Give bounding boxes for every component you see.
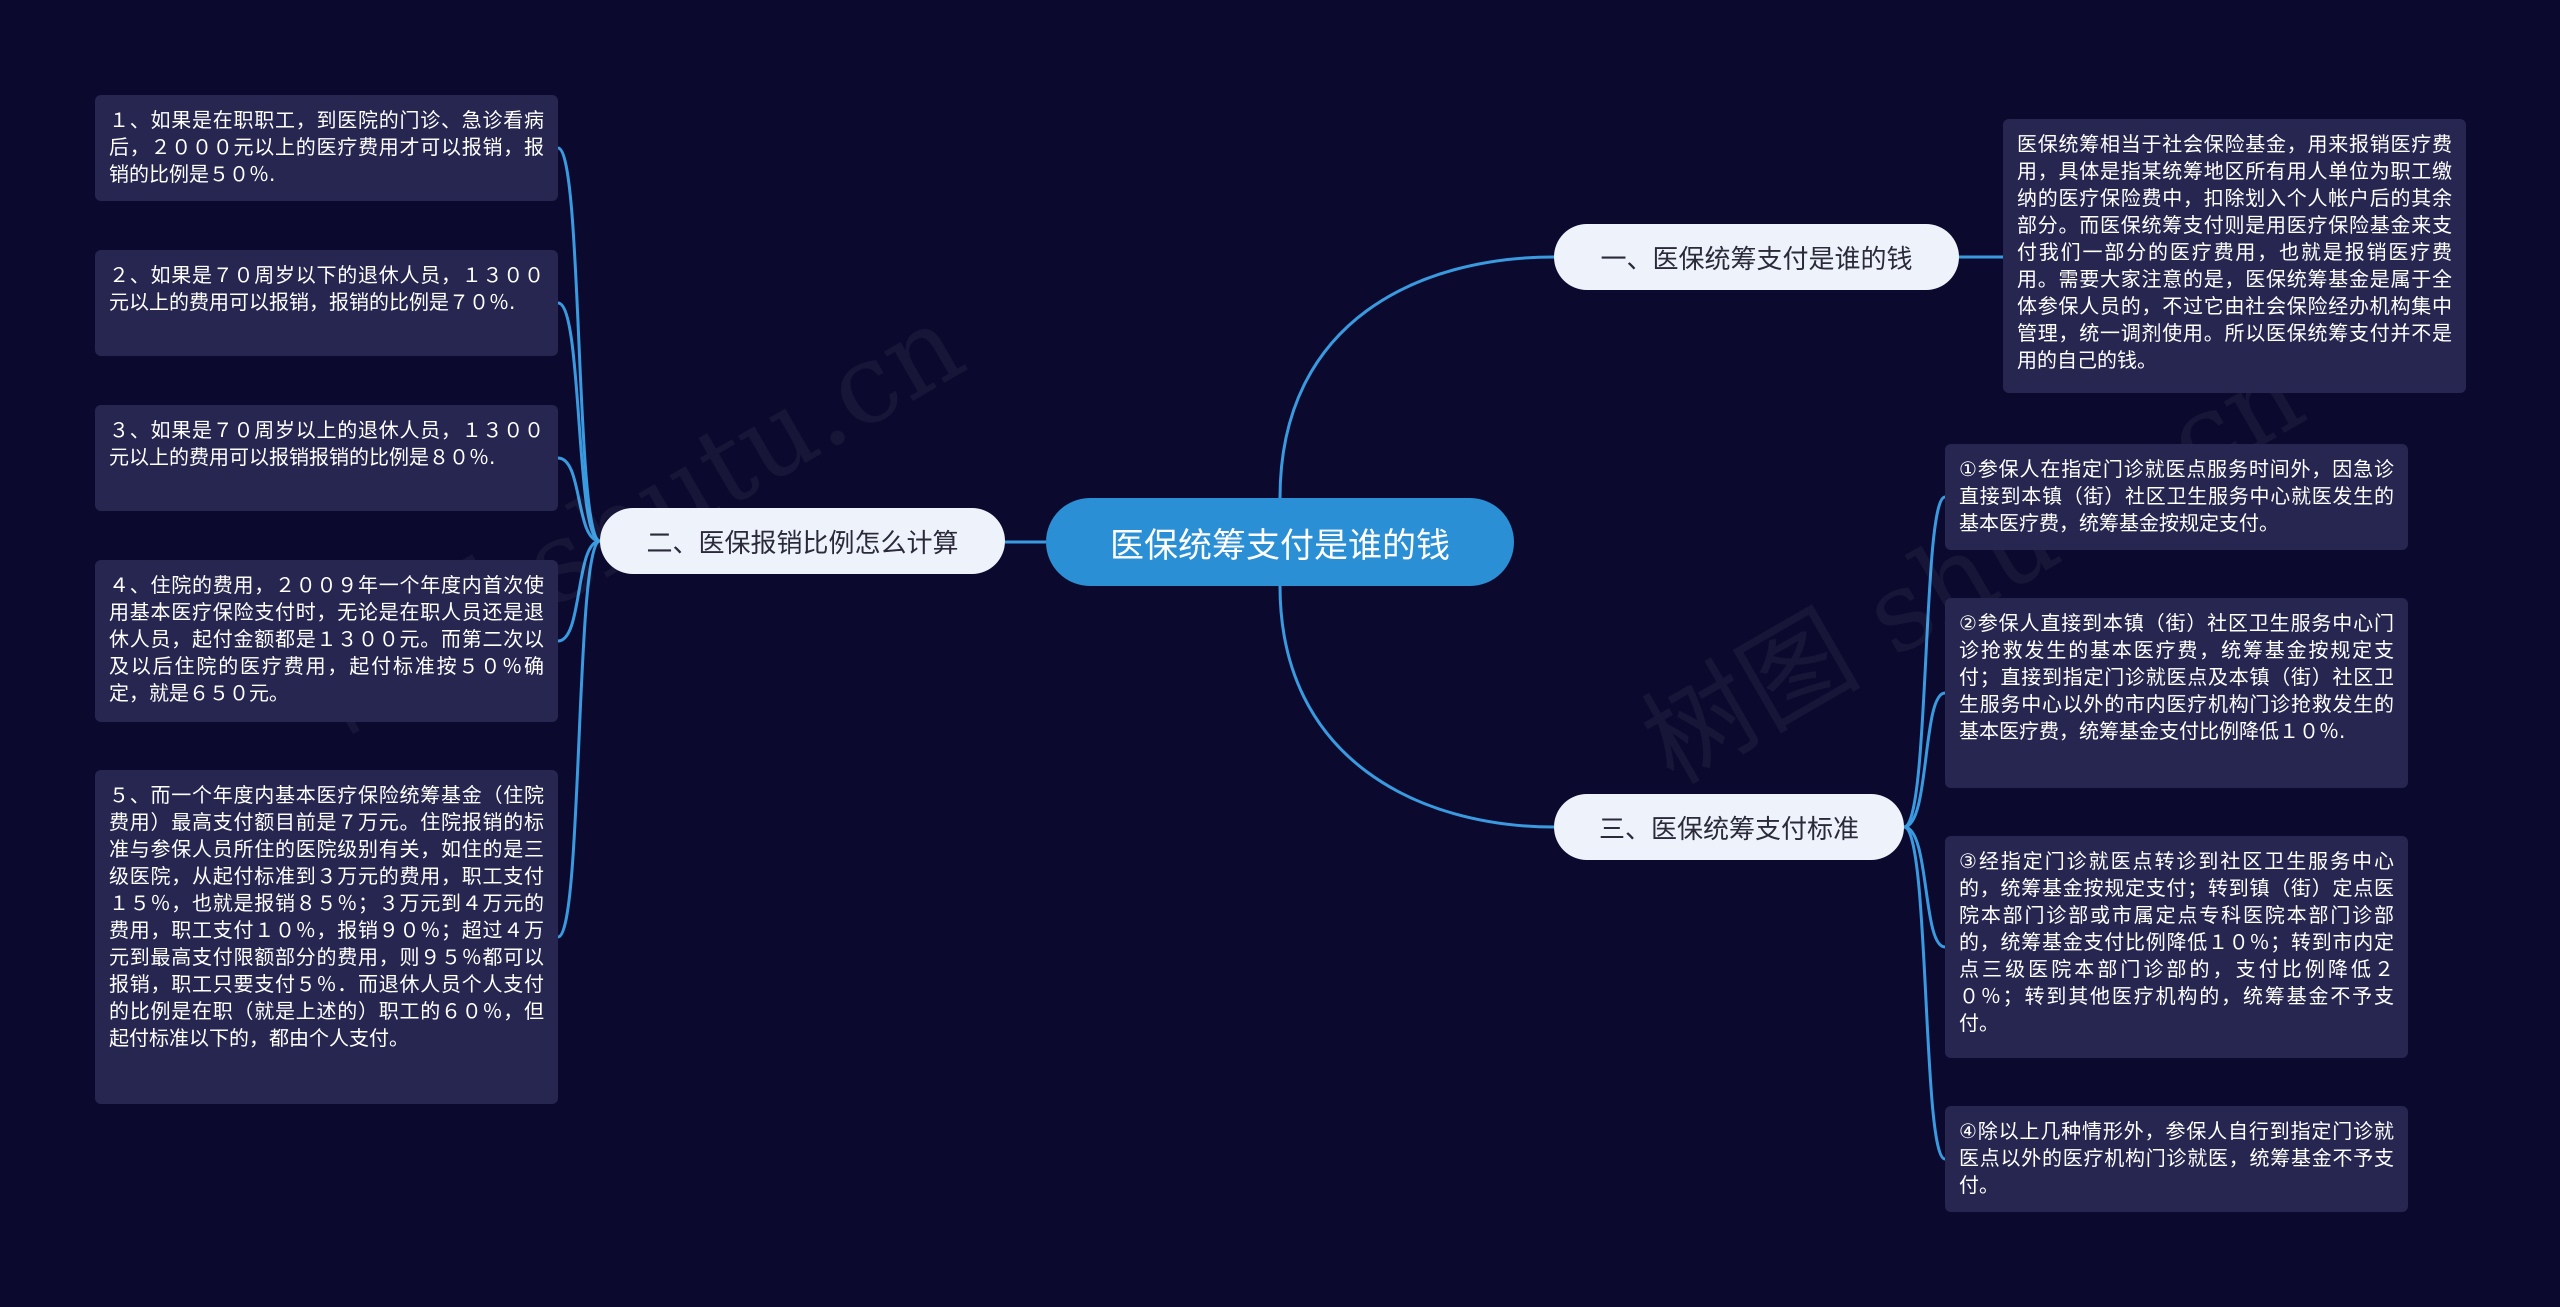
branch-reimbursement-ratio[interactable]: 二、医保报销比例怎么计算 <box>600 508 1005 574</box>
leaf-ratio-4[interactable]: ４、住院的费用，２００９年一个年度内首次使用基本医疗保险支付时，无论是在职人员还… <box>95 560 558 722</box>
leaf-who-pays-detail[interactable]: 医保统筹相当于社会保险基金，用来报销医疗费用，具体是指某统筹地区所有用人单位为职… <box>2003 119 2466 393</box>
link-b2-l5 <box>557 539 601 939</box>
leaf-ratio-3[interactable]: ３、如果是７０周岁以上的退休人员，１３００元以上的费用可以报销报销的比例是８０％… <box>95 405 558 511</box>
link-b2-l1 <box>557 146 601 543</box>
leaf-ratio-1[interactable]: １、如果是在职职工，到医院的门诊、急诊看病后，２０００元以上的医疗费用才可以报销… <box>95 95 558 201</box>
link-b3-r3c <box>1903 825 1946 949</box>
link-center-b1 <box>1278 255 1555 499</box>
link-b2-l2 <box>557 301 601 543</box>
leaf-standard-3[interactable]: ③经指定门诊就医点转诊到社区卫生服务中心的，统筹基金按规定支付；转到镇（街）定点… <box>1945 836 2408 1058</box>
link-center-b3 <box>1278 585 1555 829</box>
link-b3-r3a <box>1903 495 1946 829</box>
central-topic[interactable]: 医保统筹支付是谁的钱 <box>1046 498 1514 586</box>
branch-payment-standard[interactable]: 三、医保统筹支付标准 <box>1554 794 1904 860</box>
leaf-ratio-2[interactable]: ２、如果是７０周岁以下的退休人员，１３００元以上的费用可以报销，报销的比例是７０… <box>95 250 558 356</box>
link-b3-r3b <box>1903 691 1946 829</box>
leaf-ratio-5[interactable]: ５、而一个年度内基本医疗保险统筹基金（住院费用）最高支付额目前是７万元。住院报销… <box>95 770 558 1104</box>
leaf-standard-1[interactable]: ①参保人在指定门诊就医点服务时间外，因急诊直接到本镇（街）社区卫生服务中心就医发… <box>1945 444 2408 550</box>
link-b3-r3d <box>1903 825 1946 1161</box>
leaf-standard-4[interactable]: ④除以上几种情形外，参保人自行到指定门诊就医点以外的医疗机构门诊就医，统筹基金不… <box>1945 1106 2408 1212</box>
link-b2-l4 <box>557 539 601 643</box>
branch-who-pays[interactable]: 一、医保统筹支付是谁的钱 <box>1554 224 1959 290</box>
link-b2-l3 <box>557 456 601 543</box>
leaf-standard-2[interactable]: ②参保人直接到本镇（街）社区卫生服务中心门诊抢救发生的基本医疗费，统筹基金按规定… <box>1945 598 2408 788</box>
